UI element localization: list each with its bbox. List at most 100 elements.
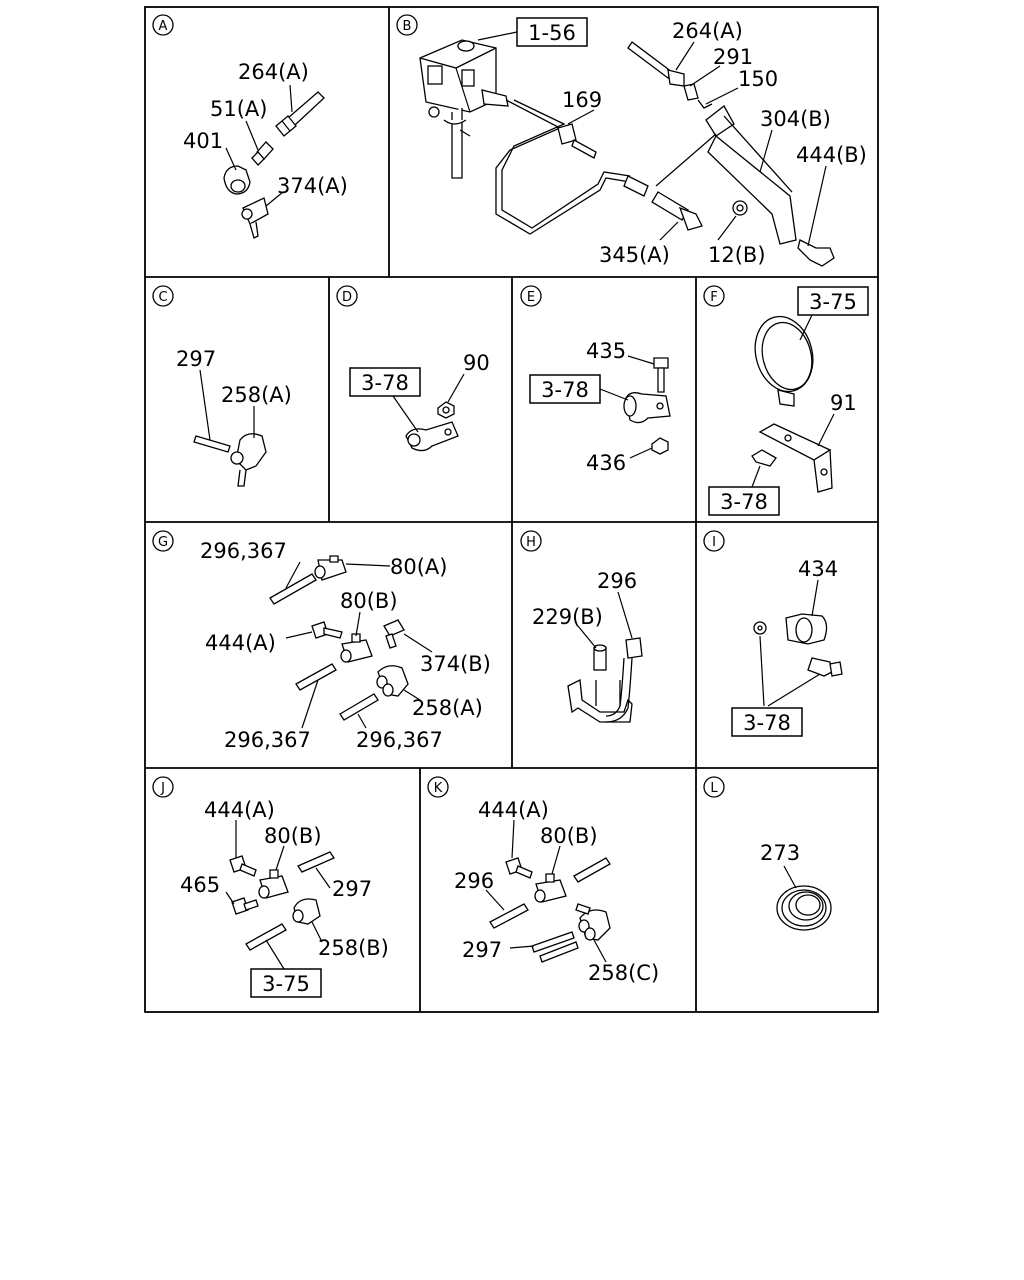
elbow-258b-drawing xyxy=(292,898,321,925)
svg-text:I: I xyxy=(712,535,716,550)
panel-letter-g: G xyxy=(152,530,174,552)
svg-text:G: G xyxy=(158,535,168,550)
label-80b-j: 80(B) xyxy=(264,824,322,848)
leader-3-75-f xyxy=(799,314,813,341)
pipe-297-k-drawing xyxy=(531,931,579,963)
svg-text:C: C xyxy=(158,290,167,305)
panel-letter-k: K xyxy=(427,776,449,798)
leader-297-j xyxy=(315,867,331,889)
panel-letter-l: L xyxy=(703,776,725,798)
nut-90-drawing xyxy=(437,401,455,419)
pipe-296-367-top-drawing xyxy=(269,573,317,605)
panel-letter-c: C xyxy=(152,285,174,307)
tee-80b-j-drawing xyxy=(258,869,289,899)
pipe-296-367-low-drawing xyxy=(339,693,379,721)
nut-12b-drawing xyxy=(732,200,748,216)
svg-text:3-75: 3-75 xyxy=(262,972,310,996)
label-229b: 229(B) xyxy=(532,605,603,629)
fitting-51a-drawing xyxy=(251,141,274,166)
label-296-367-mid: 296,367 xyxy=(224,728,311,752)
elbow-258c-drawing xyxy=(575,903,611,941)
ref-box-3-78-d: 3-78 xyxy=(349,367,421,397)
bolt-374b-drawing xyxy=(383,619,405,649)
svg-text:J: J xyxy=(160,781,165,796)
leader-80b xyxy=(355,611,361,637)
ref-box-3-78-f: 3-78 xyxy=(708,486,780,516)
label-51a: 51(A) xyxy=(210,97,267,121)
leader-1-56 xyxy=(477,31,518,41)
label-444a-j: 444(A) xyxy=(204,798,275,822)
svg-text:A: A xyxy=(159,19,168,34)
label-297-k: 297 xyxy=(462,938,502,962)
fitting-345a-drawing xyxy=(651,191,703,231)
label-297-j: 297 xyxy=(332,877,372,901)
leader-150 xyxy=(705,87,739,105)
leader-3-78-d xyxy=(392,395,419,433)
ref-box-1-56: 1-56 xyxy=(516,17,588,47)
label-12b: 12(B) xyxy=(708,243,766,267)
spacer-229b-drawing xyxy=(593,644,607,671)
bolt-435-drawing xyxy=(653,357,669,393)
leader-465 xyxy=(225,891,235,905)
label-273: 273 xyxy=(760,841,800,865)
bracket-and-hose-296-drawing xyxy=(567,637,643,723)
label-435: 435 xyxy=(586,339,626,363)
leader-374b xyxy=(403,633,433,653)
bolt-drawing-i xyxy=(807,657,843,677)
label-465: 465 xyxy=(180,873,220,897)
nut-291-drawing xyxy=(683,83,699,101)
panel-letter-h: H xyxy=(520,530,542,552)
ref-box-3-75-j: 3-75 xyxy=(250,968,322,998)
svg-text:3-75: 3-75 xyxy=(809,290,857,314)
label-374b: 374(B) xyxy=(420,652,491,676)
pipe-3-75-j-drawing xyxy=(245,923,287,951)
svg-text:L: L xyxy=(710,781,718,796)
ref-box-3-78-i: 3-78 xyxy=(731,707,803,737)
union-374a-drawing xyxy=(241,197,269,239)
svg-text:B: B xyxy=(403,19,412,34)
label-169: 169 xyxy=(562,88,602,112)
bolt-444a-j-drawing xyxy=(229,855,257,877)
panel-c: 297 258(A) xyxy=(176,347,292,487)
label-291: 291 xyxy=(713,45,753,69)
label-150: 150 xyxy=(738,67,778,91)
leader-296-367-low xyxy=(357,713,367,729)
panel-b: 1-56 xyxy=(419,17,867,267)
leader-80b-j xyxy=(275,845,285,871)
label-444b: 444(B) xyxy=(796,143,867,167)
band-clamp-drawing xyxy=(754,315,814,407)
panel-letter-d: D xyxy=(336,285,358,307)
leader-12b xyxy=(717,215,737,241)
leader-3-78-i-a xyxy=(759,635,765,707)
label-304b: 304(B) xyxy=(760,107,831,131)
grid-frame xyxy=(144,6,879,1013)
clamp-434-drawing xyxy=(785,613,828,645)
bracket-91-drawing xyxy=(758,423,833,493)
svg-text:3-78: 3-78 xyxy=(361,371,409,395)
leader-436 xyxy=(629,447,653,459)
label-374a: 374(A) xyxy=(277,174,348,198)
label-258a: 258(A) xyxy=(221,383,292,407)
panel-g: 296,367 80(A) 80(B) 444(A) 374(B) 258(A)… xyxy=(200,539,491,752)
leader-3-75-j xyxy=(265,939,285,970)
label-401: 401 xyxy=(183,129,223,153)
leader-169 xyxy=(567,109,595,125)
label-434: 434 xyxy=(798,557,838,581)
panel-i: 3-78 434 xyxy=(731,557,843,737)
leader-258b xyxy=(311,921,323,943)
leader-264a xyxy=(289,84,293,113)
bolt-465-drawing xyxy=(231,897,259,915)
valve-assembly-drawing xyxy=(419,39,509,179)
grommet-273-drawing xyxy=(776,885,832,931)
clamp-drawing-d xyxy=(405,421,459,452)
leader-374a xyxy=(265,191,284,207)
svg-text:E: E xyxy=(527,290,535,305)
leader-297 xyxy=(199,369,211,441)
leader-90 xyxy=(447,373,465,403)
pipe-296-367-mid-drawing xyxy=(295,663,337,691)
leader-304b xyxy=(759,129,773,173)
panel-letter-b: B xyxy=(396,14,418,36)
panel-l: 273 xyxy=(760,841,832,931)
clamp-drawing-e xyxy=(623,392,671,424)
leader-91 xyxy=(817,413,835,447)
